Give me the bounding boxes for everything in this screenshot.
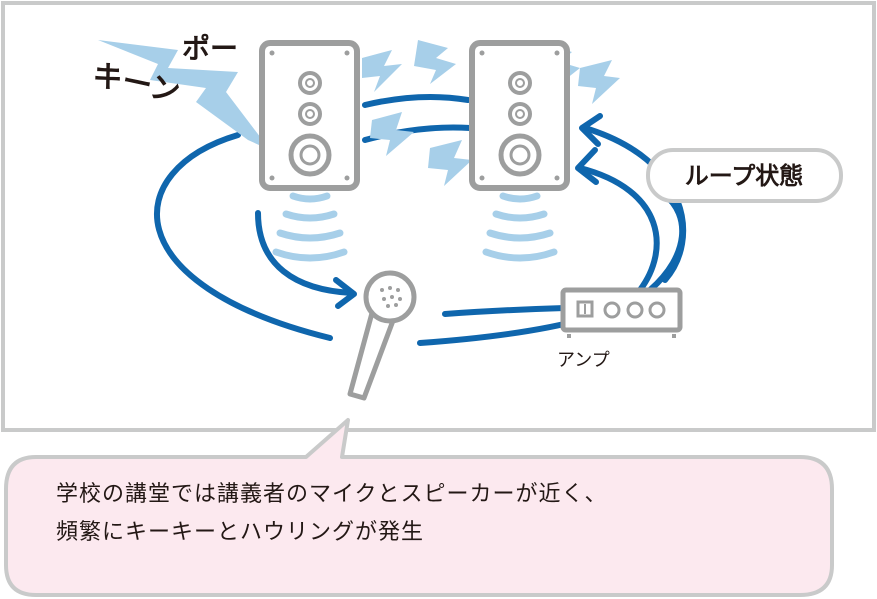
callout-shape xyxy=(4,418,834,597)
amplifier-icon xyxy=(560,287,683,338)
lightning-bolt-1 xyxy=(362,50,402,92)
loop-arrow-amp-to-speaker-inner xyxy=(577,165,660,293)
lightning-bolt-5 xyxy=(370,112,414,156)
caption-callout xyxy=(4,418,834,597)
microphone-icon xyxy=(347,270,417,401)
lightning-bolt-big xyxy=(98,40,270,150)
sound-effect-po: ポー xyxy=(182,32,238,65)
speaker-right xyxy=(469,40,570,191)
arrowhead-speaker-upper xyxy=(579,113,603,147)
loop-arrow-speaker-to-mic xyxy=(255,210,355,296)
caption-line-1: 学校の講堂では講義者のマイクとスピーカーが近く、 xyxy=(56,482,608,507)
speaker-left-cabinet xyxy=(259,40,360,191)
loop-arrow-left xyxy=(154,132,333,341)
arrowhead-mic xyxy=(333,277,357,309)
arrowhead-speaker-lower xyxy=(575,147,599,185)
loop-state-text: ループ状態 xyxy=(685,162,804,190)
lightning-bolt-4 xyxy=(578,60,620,104)
sound-wave-icon xyxy=(272,192,558,262)
lightning-bolt-2 xyxy=(414,40,456,84)
loop-state-label: ループ状態 xyxy=(646,148,843,203)
speaker-left xyxy=(259,40,360,191)
caption-line-2: 頻繁にキーキーとハウリングが発生 xyxy=(56,520,425,545)
lightning-bolt-6 xyxy=(428,140,472,186)
loop-arrow-top xyxy=(362,93,471,108)
amp-label: アンプ xyxy=(557,350,610,371)
loop-arrow-amp-left xyxy=(442,305,568,317)
arrow-heads xyxy=(333,113,603,309)
speaker-right-cabinet xyxy=(469,40,570,191)
amplifier-body xyxy=(560,287,683,333)
caption-text: 学校の講堂では講義者のマイクとスピーカーが近く、 頻繁にキーキーとハウリングが発… xyxy=(56,476,816,552)
